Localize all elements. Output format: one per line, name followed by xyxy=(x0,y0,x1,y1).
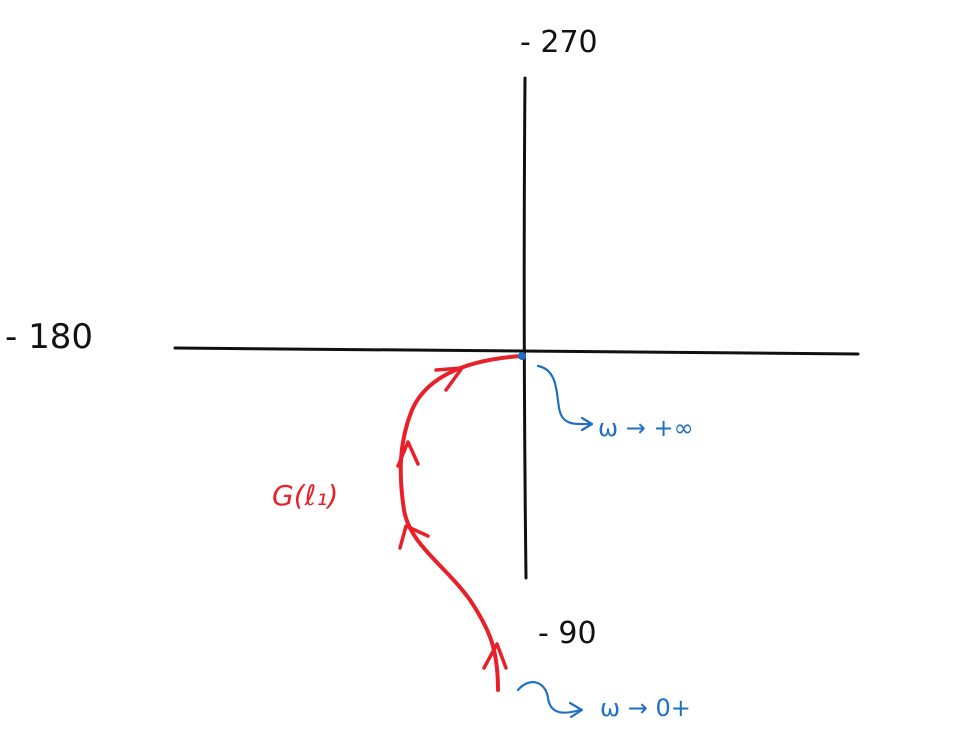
curve-arrow-4 xyxy=(434,366,464,392)
label-minus-90: - 90 xyxy=(538,616,597,651)
curve-arrow-3 xyxy=(396,440,420,468)
vertical-axis xyxy=(522,76,528,580)
nyquist-curve xyxy=(398,354,524,692)
curve-label: G(ℓ₁) xyxy=(272,479,338,512)
label-minus-180: - 180 xyxy=(5,317,93,357)
omega-zero-hook xyxy=(516,681,582,714)
label-minus-270: - 270 xyxy=(520,25,598,60)
omega-infinity-label: ω → +∞ xyxy=(598,414,694,442)
omega-zero-label: ω → 0+ xyxy=(600,694,691,722)
omega-infinity-hook-arrow xyxy=(580,416,594,432)
origin-endpoint-dot xyxy=(518,352,526,360)
curve-arrow-1 xyxy=(482,642,508,670)
horizontal-axis xyxy=(173,346,860,356)
curve-arrow-2 xyxy=(398,524,430,550)
omega-zero-hook-arrow xyxy=(568,701,584,719)
omega-infinity-hook xyxy=(536,364,592,426)
